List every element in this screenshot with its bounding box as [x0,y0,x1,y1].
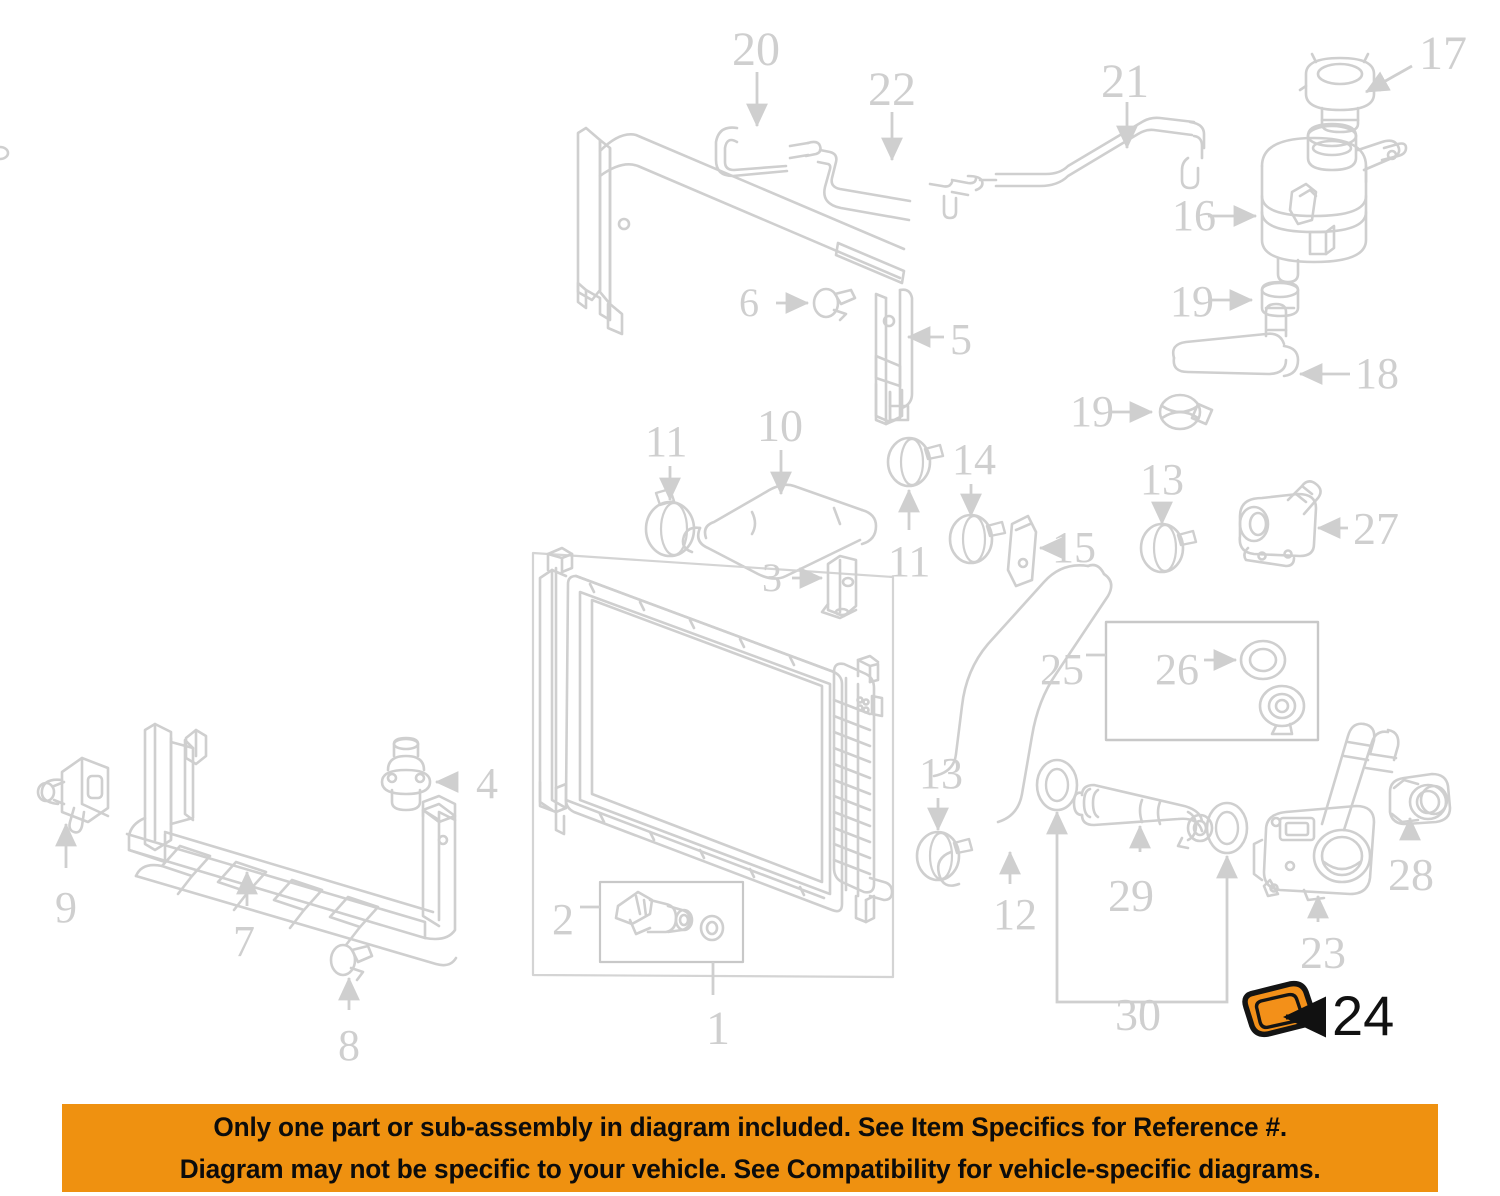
part-28-crossover-fitting [1388,772,1452,826]
part-14-clamp [948,513,1007,565]
callout-label-26: 26 [1155,645,1199,694]
callout-label-10: 10 [757,400,803,451]
part-7-air-deflector [125,722,458,967]
part-19-clamp-upper [1260,280,1300,318]
callout-label-15: 15 [1052,523,1096,572]
callout-label-13: 13 [1140,455,1184,504]
callout-label-14: 14 [952,435,996,484]
part-4-mount-insulator [380,736,432,812]
part-30-oring-left [1035,758,1079,812]
callout-label-29: 29 [1108,870,1154,921]
callout-label-5: 5 [950,315,972,364]
callout-label-7: 7 [233,917,255,966]
part-29-coolant-bypass-pipe [1072,783,1214,850]
disclaimer-line-2: Diagram may not be specific to your vehi… [179,1154,1321,1184]
part-22-coolant-vent-tube [788,140,998,222]
part-15-hose-bracket [1006,514,1038,588]
part-6-retainer-clip [812,287,857,322]
callout-label-30: 30 [1115,989,1161,1040]
part-25-inset-box [1104,620,1320,742]
callout-label-6: 6 [739,280,759,325]
leader-17 [1365,64,1413,94]
callout-label-17: 17 [1419,27,1467,80]
part-12-lower-radiator-hose [932,563,1113,887]
part-24-radiator-support-plug [1242,980,1316,1038]
callout-label-20: 20 [732,23,780,76]
callout-label-24: 24 [1332,984,1395,1047]
callout-label-21: 21 [1101,55,1149,108]
bracket-30 [1055,840,1229,1004]
part-16-coolant-reservoir [1260,122,1408,284]
callout-label-19-upper: 19 [1170,277,1214,326]
callout-label-1: 1 [706,1002,730,1055]
callout-label-19-lower: 19 [1070,387,1114,436]
callout-label-9: 9 [55,883,77,932]
part-18-reservoir-outlet-hose [1171,302,1300,378]
part-8-retainer-clip-lower [329,943,374,982]
disclaimer-banner: Only one part or sub-assembly in diagram… [62,1104,1438,1192]
part-26-water-pump-seal [1239,639,1306,736]
callout-label-28: 28 [1388,849,1434,900]
callout-label-25: 25 [1040,645,1084,694]
part-20-overflow-vent-hose [0,126,789,178]
part-23-water-outlet-housing [1252,722,1400,902]
callout-label-11-right: 11 [888,537,931,586]
callout-label-22: 22 [868,63,916,116]
callout-label-11: 11 [645,417,688,466]
callout-label-23: 23 [1300,927,1346,978]
callout-label-2: 2 [552,895,574,944]
callout-label-4: 4 [476,759,498,808]
part-17-reservoir-cap [1298,52,1382,134]
part-11-clamp-left [644,487,696,558]
part-2-ect-sensor-inset [598,880,745,964]
callout-label-18: 18 [1355,349,1399,398]
callout-label-27: 27 [1353,503,1399,554]
part-19-clamp-lower [1158,393,1214,431]
part-11-clamp-right [886,436,945,488]
part-13-clamp-right [1139,522,1198,574]
callout-label-13-lower: 13 [919,749,963,798]
part-1-radiator-assembly [531,546,895,979]
part-9-fan-temp-switch [36,756,110,834]
part-3-mount-bracket [820,554,858,620]
disclaimer-line-1: Only one part or sub-assembly in diagram… [213,1112,1287,1142]
callout-label-12: 12 [993,890,1037,939]
callout-label-8: 8 [338,1021,360,1070]
callout-label-16: 16 [1172,191,1216,240]
part-21-reservoir-inlet-pipe [994,116,1206,190]
callout-label-3: 3 [762,555,782,600]
part-5-upper-radiator-support [576,126,914,426]
part-27-heater-inlet-fitting [1238,480,1322,568]
